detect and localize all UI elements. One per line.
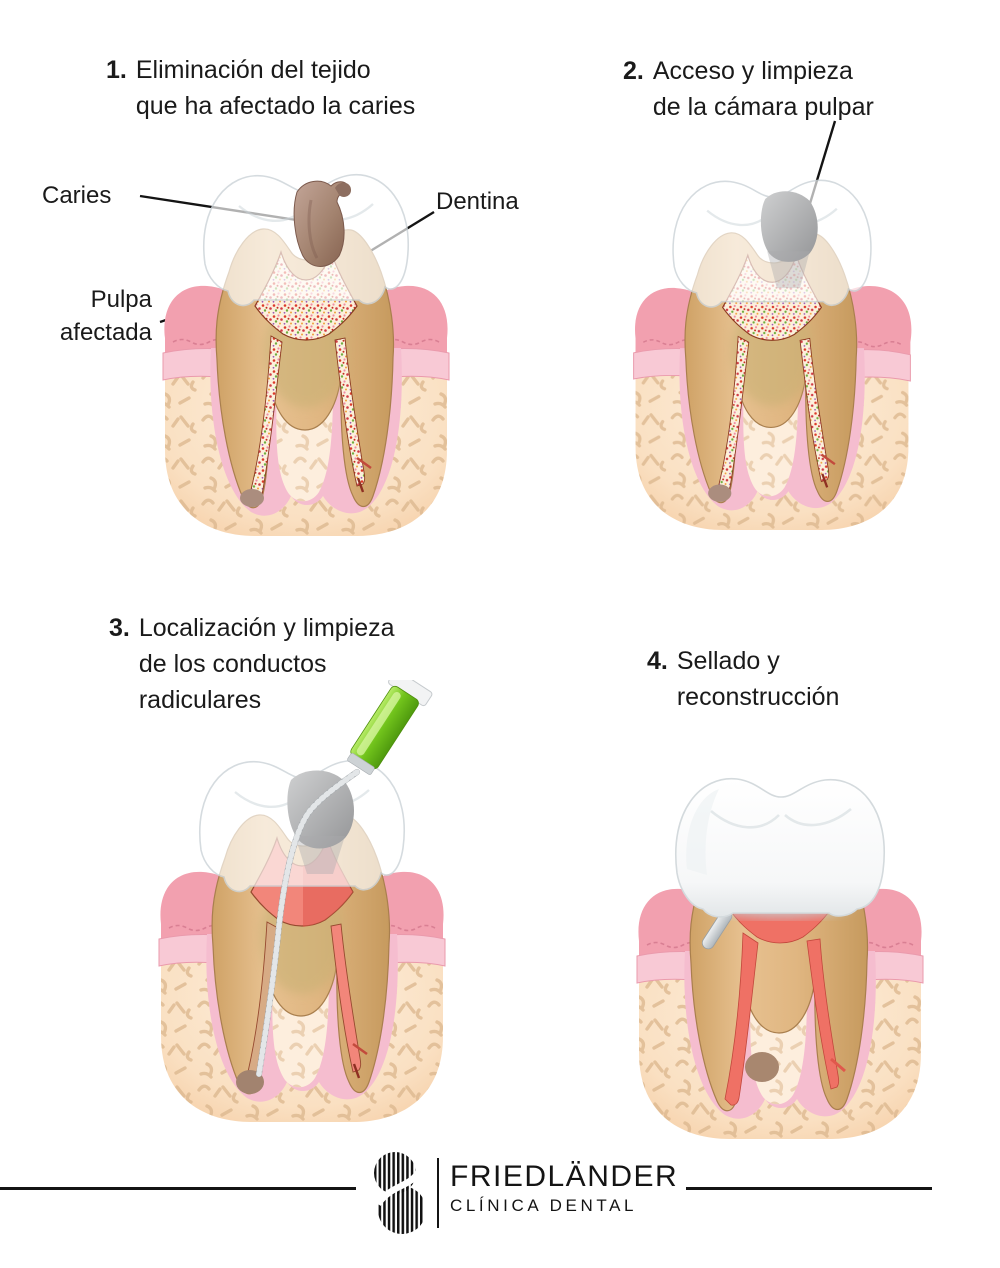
step3-line2: de los conductos: [138, 650, 327, 678]
tooth-illustration-step1: [162, 173, 450, 536]
tooth-scene: [158, 759, 446, 1122]
step2-number: 2.: [623, 57, 644, 85]
brand-tagline: CLÍNICA DENTAL: [450, 1196, 638, 1215]
step4-line1: Sellado y: [676, 647, 780, 675]
label-pulpa-afectada: Pulpa afectada: [36, 283, 152, 349]
step2-line1: Acceso y limpieza: [652, 57, 853, 85]
step4-line2: reconstrucción: [676, 683, 840, 711]
tooth-illustration-step3: [158, 680, 446, 1122]
accessory-canal: [830, 1057, 846, 1073]
file-beads: [256, 769, 360, 1077]
label-pulpa-line2: afectada: [59, 319, 152, 346]
step2-line2: de la cámara pulpar: [652, 93, 874, 121]
caries-lesion: [293, 180, 352, 267]
accessory-canal: [352, 1042, 368, 1056]
step4-title: 4. Sellado y reconstrucción: [647, 643, 839, 715]
accessory-canal: [820, 453, 836, 466]
crown-restoration: [675, 777, 885, 918]
label-caries: Caries: [42, 182, 112, 209]
accessory-canal: [356, 456, 372, 470]
brand-name: FRIEDLÄNDER: [450, 1160, 679, 1193]
logo-divider: [437, 1158, 439, 1228]
tooth-illustration-step2: [633, 179, 912, 530]
label-dentina: Dentina: [436, 188, 519, 215]
root-apex-lesion: [708, 484, 732, 502]
file-handle: [347, 680, 433, 775]
root-apex-lesion: [240, 489, 264, 507]
endodontic-file: [256, 680, 433, 1077]
step1-line1: Eliminación del tejido: [135, 56, 371, 84]
step4-number: 4.: [647, 647, 668, 675]
step2-title: 2. Acceso y limpieza de la cámara pulpar: [623, 53, 874, 125]
tooth-illustration-step4: [636, 777, 924, 1139]
step3-number: 3.: [109, 614, 130, 642]
footer-rule-left: [0, 1187, 356, 1190]
step1-title: 1. Eliminación del tejido que ha afectad…: [106, 52, 415, 124]
step3-title: 3. Localización y limpieza de los conduc…: [109, 610, 395, 718]
label-pulpa-line1: Pulpa: [90, 286, 152, 313]
access-cavity: [287, 770, 354, 874]
step3-line1: Localización y limpieza: [138, 614, 395, 642]
footer-rule-right: [686, 1187, 932, 1190]
access-cavity: [760, 191, 818, 289]
step3-line3: radiculares: [138, 686, 262, 714]
handle-collar: [347, 753, 375, 775]
friedlander-logo-mark: [374, 1152, 424, 1234]
root-apex-lesion: [745, 1052, 779, 1082]
step1-line2: que ha afectado la caries: [135, 92, 416, 120]
step1-number: 1.: [106, 56, 127, 84]
